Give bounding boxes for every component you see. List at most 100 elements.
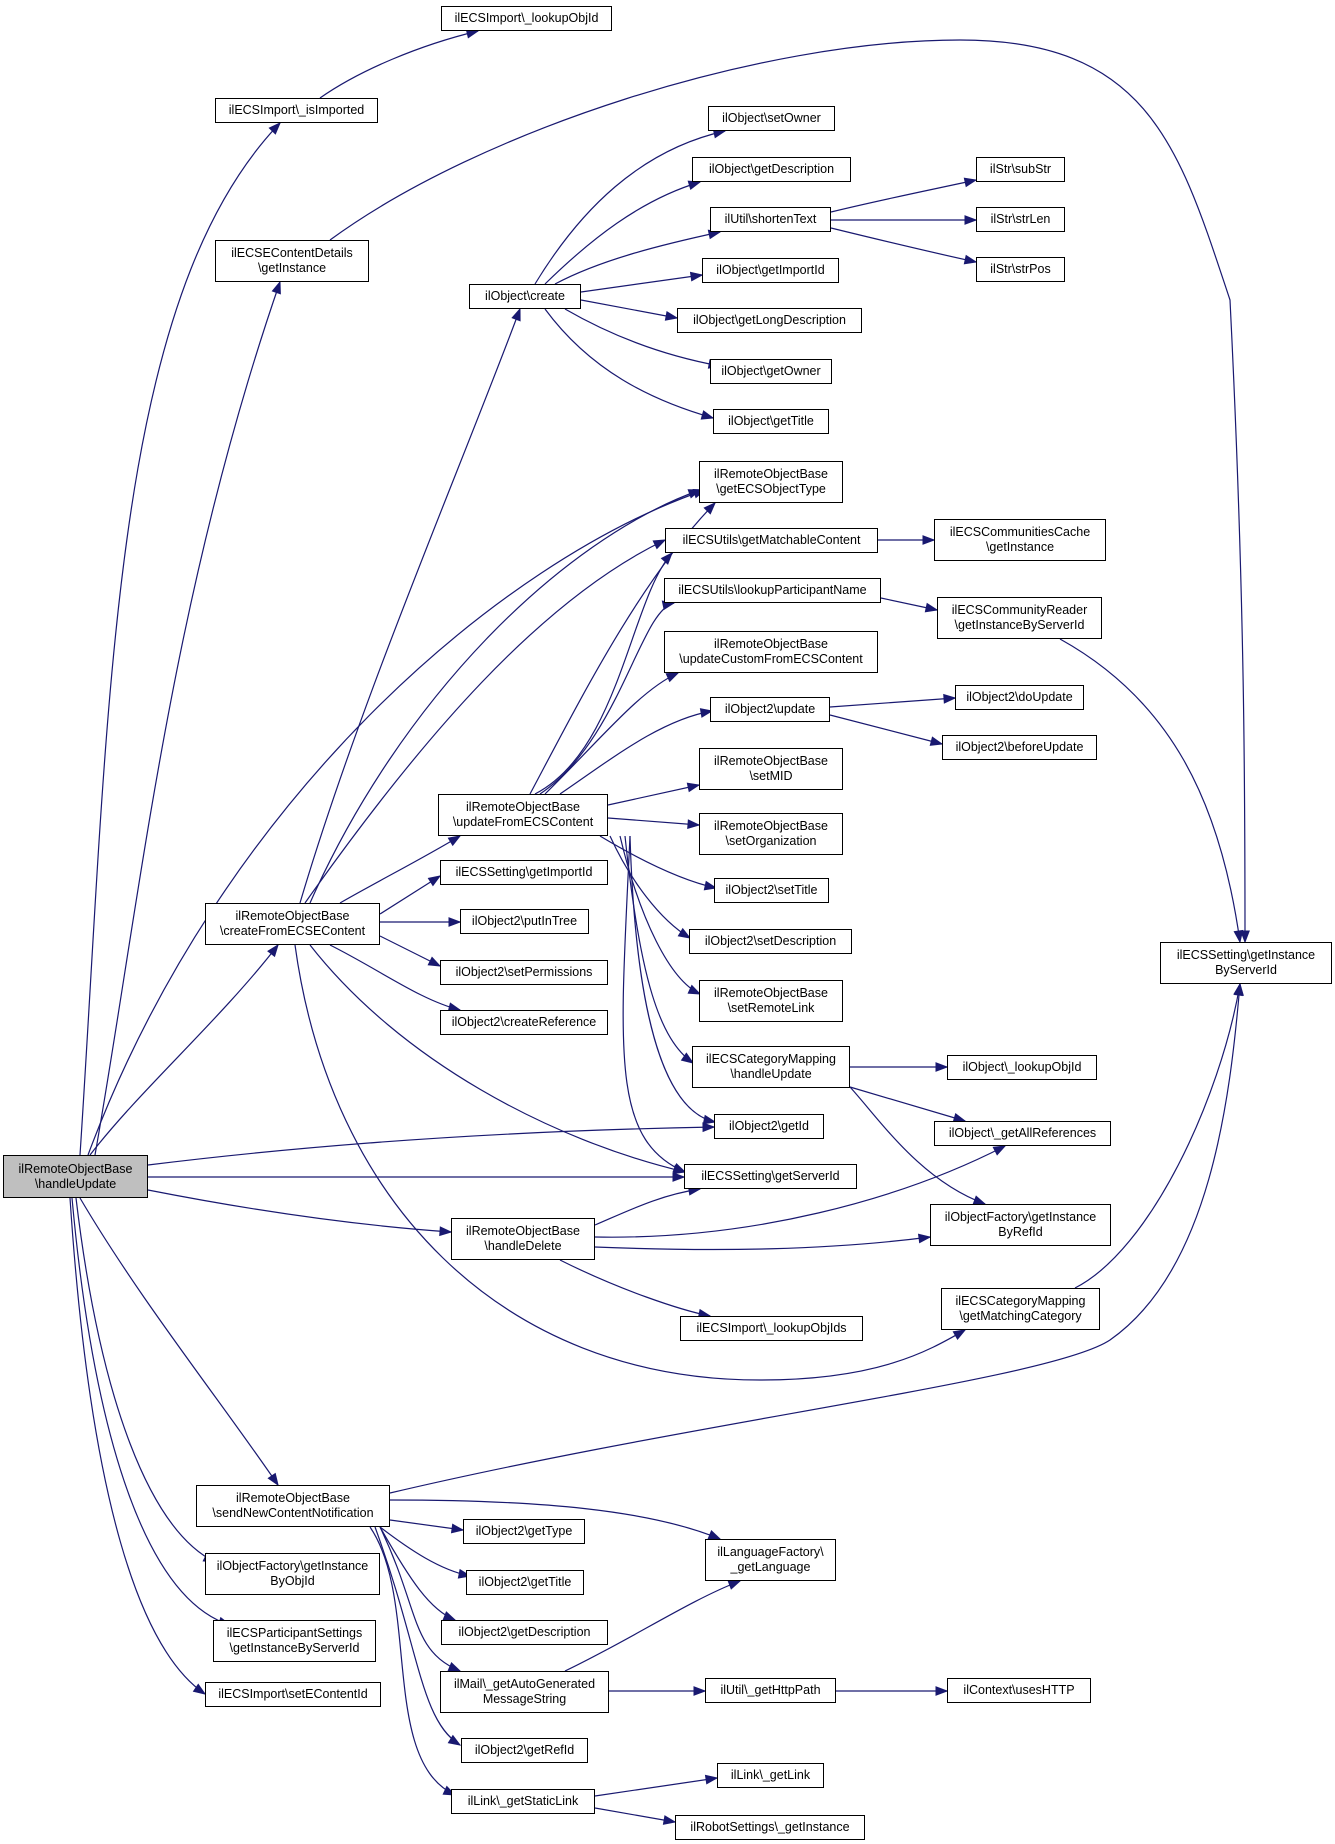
node-getTitle[interactable]: ilObject\getTitle [713, 409, 829, 434]
edge-updateFromECS-to-setMID [607, 784, 700, 806]
arrowhead-setPermissions [427, 956, 442, 967]
edge-objCreate-to-getOwner [564, 308, 721, 367]
node-factoryByObjId[interactable]: ilObjectFactory\getInstance ByObjId [205, 1553, 380, 1595]
arrowhead-obj2GetId [702, 1122, 716, 1133]
node-getECSObjectType[interactable]: ilRemoteObjectBase \getECSObjectType [699, 461, 843, 503]
node-robotSettings[interactable]: ilRobotSettings\_getInstance [675, 1815, 865, 1840]
node-getHttpPath[interactable]: ilUtil\_getHttpPath [705, 1678, 836, 1703]
node-objCreate[interactable]: ilObject\create [469, 284, 581, 309]
edge-catMapHandleUpdate-to-factoryByRefId [849, 1086, 986, 1205]
arrowhead-setOrganization [687, 819, 701, 830]
node-obj2GetId[interactable]: ilObject2\getId [714, 1114, 824, 1139]
node-obj2GetDescription[interactable]: ilObject2\getDescription [441, 1620, 608, 1645]
node-getAllReferences[interactable]: ilObject\_getAllReferences [934, 1121, 1111, 1146]
node-updateFromECS[interactable]: ilRemoteObjectBase \updateFromECSContent [438, 794, 608, 836]
edge-getStaticLink-to-getLink [594, 1777, 718, 1797]
node-createFromECSE[interactable]: ilRemoteObjectBase \createFromECSEConten… [205, 903, 380, 945]
node-sendNotification[interactable]: ilRemoteObjectBase \sendNewContentNotifi… [196, 1485, 390, 1527]
edge-updateFromECS-to-setOrganization [607, 817, 700, 826]
edge-createFromECSE-to-getMatchingCategory [294, 944, 966, 1381]
edge-sendNotification-to-getStaticLink [369, 1526, 456, 1796]
node-communitiesCache[interactable]: ilECSCommunitiesCache \getInstance [934, 519, 1106, 561]
node-communityReader[interactable]: ilECSCommunityReader \getInstanceByServe… [937, 597, 1102, 639]
edge-sendNotification-to-obj2GetTitle [379, 1526, 471, 1577]
node-obj2GetType[interactable]: ilObject2\getType [463, 1519, 585, 1544]
arrowhead-strLen [964, 215, 978, 225]
edge-updateFromECS-to-obj2GetId [629, 835, 716, 1123]
arrowhead-usesHTTP [935, 1686, 949, 1696]
node-getImportId[interactable]: ilObject\getImportId [702, 258, 839, 283]
edge-updateFromECS-to-getMatchableContent [534, 552, 673, 795]
node-handleDelete[interactable]: ilRemoteObjectBase \handleDelete [451, 1218, 595, 1260]
edge-handleDelete-to-getServerId [594, 1188, 701, 1226]
node-getServerId[interactable]: ilECSSetting\getServerId [684, 1164, 857, 1189]
node-factoryByRefId[interactable]: ilObjectFactory\getInstance ByRefId [930, 1204, 1111, 1246]
arrowhead-getServerId [672, 1164, 687, 1175]
edge-obj2Update-to-doUpdate [829, 697, 956, 708]
node-autoGenMsg[interactable]: ilMail\_getAutoGenerated MessageString [440, 1671, 609, 1713]
node-setPermissions[interactable]: ilObject2\setPermissions [440, 960, 608, 985]
node-isImported[interactable]: ilECSImport\_isImported [215, 98, 378, 123]
arrowhead-beforeUpdate [929, 736, 944, 746]
node-beforeUpdate[interactable]: ilObject2\beforeUpdate [942, 735, 1097, 760]
edge-root-to-factoryByObjId [75, 1197, 216, 1563]
edge-objCreate-to-shortenText [554, 231, 721, 285]
node-obj-lookupObjId[interactable]: ilObject\_lookupObjId [947, 1055, 1097, 1080]
node-setTitle2[interactable]: ilObject2\setTitle [714, 878, 829, 903]
node-createReference[interactable]: ilObject2\createReference [440, 1010, 608, 1035]
node-getOwner[interactable]: ilObject\getOwner [710, 359, 832, 384]
node-getMatchingCategory[interactable]: ilECSCategoryMapping \getMatchingCategor… [941, 1288, 1100, 1330]
node-subStr[interactable]: ilStr\subStr [976, 157, 1065, 182]
node-lookupParticipantName[interactable]: ilECSUtils\lookupParticipantName [664, 578, 881, 603]
edge-updateFromECS-to-updateCustom [544, 672, 679, 795]
edge-updateFromECS-to-getServerId [622, 835, 686, 1173]
arrowhead-getTitle [700, 410, 715, 420]
arrowhead-factoryByRefId [917, 1233, 932, 1244]
edge-updateFromECS-to-lookupParticipantName [539, 602, 675, 795]
node-languageFactory[interactable]: ilLanguageFactory\ _getLanguage [705, 1539, 836, 1581]
arrowhead-getMatchableContent [660, 551, 673, 565]
node-lookupObjIds[interactable]: ilECSImport\_lookupObjIds [680, 1316, 863, 1341]
edge-getStaticLink-to-robotSettings [594, 1807, 676, 1823]
node-putInTree[interactable]: ilObject2\putInTree [460, 909, 589, 934]
node-setMID[interactable]: ilRemoteObjectBase \setMID [699, 748, 843, 790]
arrowhead-getMatchableContent [652, 539, 667, 550]
node-setOrganization[interactable]: ilRemoteObjectBase \setOrganization [699, 813, 843, 855]
arrowhead-putInTree [448, 917, 462, 927]
node-settingGetInstance[interactable]: ilECSSetting\getInstance ByServerId [1160, 942, 1332, 984]
node-getDescription[interactable]: ilObject\getDescription [692, 157, 851, 182]
edge-root-to-updateFromECS [87, 489, 706, 1156]
edge-updateFromECS-to-catMapHandleUpdate [624, 835, 694, 1064]
node-usesHTTP[interactable]: ilContext\usesHTTP [947, 1678, 1091, 1703]
node-setOwner[interactable]: ilObject\setOwner [708, 106, 835, 131]
edge-isImported-to-lookupObjId_import [319, 30, 479, 99]
arrowhead-obj2GetDescription [442, 1611, 457, 1621]
node-settingImportId[interactable]: ilECSSetting\getImportId [440, 860, 608, 885]
node-shortenText[interactable]: ilUtil\shortenText [710, 207, 831, 232]
node-lookupObjId-import[interactable]: ilECSImport\_lookupObjId [441, 6, 612, 31]
node-obj2GetTitle[interactable]: ilObject2\getTitle [466, 1570, 584, 1595]
node-obj2GetRefId[interactable]: ilObject2\getRefId [461, 1738, 588, 1763]
node-getMatchableContent[interactable]: ilECSUtils\getMatchableContent [665, 528, 878, 553]
node-updateCustom[interactable]: ilRemoteObjectBase \updateCustomFromECSC… [664, 631, 878, 673]
node-getLongDescription[interactable]: ilObject\getLongDescription [677, 308, 862, 333]
node-catMapHandleUpdate[interactable]: ilECSCategoryMapping \handleUpdate [692, 1046, 850, 1088]
edge-updateFromECS-to-obj2Update [559, 710, 713, 795]
edge-createFromECSE-to-getServerId [309, 944, 686, 1173]
node-obj2Update[interactable]: ilObject2\update [710, 697, 830, 722]
node-strPos[interactable]: ilStr\strPos [976, 257, 1065, 282]
arrowhead-languageFactory [727, 1580, 742, 1590]
arrowhead-setTitle2 [703, 880, 718, 891]
node-participantSettings[interactable]: ilECSParticipantSettings \getInstanceByS… [213, 1620, 376, 1662]
node-strLen[interactable]: ilStr\strLen [976, 207, 1065, 232]
edge-sendNotification-to-autoGenMsg [379, 1526, 461, 1672]
node-setDescription2[interactable]: ilObject2\setDescription [689, 929, 852, 954]
node-contentDetails[interactable]: ilECSEContentDetails \getInstance [215, 240, 369, 282]
node-getStaticLink[interactable]: ilLink\_getStaticLink [451, 1789, 595, 1814]
node-doUpdate[interactable]: ilObject2\doUpdate [955, 685, 1084, 710]
node-setRemoteLink[interactable]: ilRemoteObjectBase \setRemoteLink [699, 980, 843, 1022]
arrowhead-catMapHandleUpdate [680, 1052, 695, 1064]
node-setEContentId[interactable]: ilECSImport\setEContentId [205, 1682, 381, 1707]
node-getLink[interactable]: ilLink\_getLink [717, 1763, 824, 1788]
